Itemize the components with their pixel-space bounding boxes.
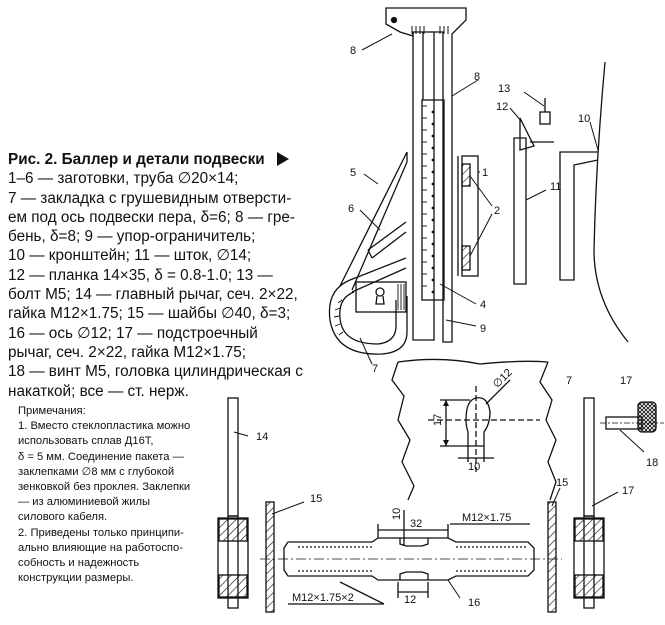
dim-thread-right: M12×1.75 — [462, 512, 511, 524]
dim-thread-left: M12×1.75×2 — [292, 592, 354, 604]
caption-arrow-icon — [276, 152, 289, 166]
notes-line: конструкции размеры. — [18, 572, 134, 585]
detail-break-left — [391, 361, 415, 501]
label-17-bottom: 17 — [622, 485, 634, 497]
label-17-top: 17 — [620, 375, 632, 387]
notes-line: — из алюминиевой жилы — [18, 496, 151, 509]
lever-part-17 — [583, 397, 595, 517]
caption-line: гайка М12×1.75; 15 — шайбы ∅40, δ=3; — [8, 305, 291, 323]
notes-line: использовать сплав Д16Т, — [18, 435, 154, 448]
notes-line: Примечания: — [18, 405, 86, 417]
comb-part-8 — [385, 7, 467, 343]
hull-line — [593, 61, 629, 343]
comb-hole — [390, 16, 398, 24]
axis-assembly — [217, 397, 664, 613]
caption-line: ем под ось подвески пера, δ=6; 8 — гре- — [8, 208, 296, 226]
notes-line: δ = 5 мм. Соединение пакета — — [18, 450, 184, 463]
dim-width-12: 12 — [404, 594, 416, 606]
notes-line: собность и надежность — [18, 557, 140, 570]
pear-hole-detail — [391, 358, 557, 501]
bolt-part-13 — [539, 111, 551, 125]
notes-line: 1. Вместо стеклопластика можно — [18, 420, 191, 433]
bracket-part-10 — [559, 151, 599, 281]
washer-part-15-left — [265, 501, 275, 613]
label-15-left: 15 — [310, 493, 322, 505]
tube-holes — [431, 110, 435, 294]
caption-title: Рис. 2. Баллер и детали подвески — [8, 151, 265, 168]
tube-part-6b — [349, 257, 407, 293]
caption-line: болт М5; 14 — главный рычаг, сеч. 2×22, — [8, 286, 298, 304]
label-8-left: 8 — [350, 45, 356, 57]
part-labels: 1 2 4 5 6 7 7 8 8 9 10 11 12 13 14 15 15… — [256, 45, 658, 609]
plate-part-12 — [519, 117, 535, 151]
caption-line: накаткой; все — ст. нерж. — [8, 382, 189, 400]
notes-line: ально влияющие на работоспо- — [18, 541, 183, 554]
tube-part-9 — [412, 32, 435, 341]
label-2: 2 — [494, 205, 500, 217]
dim-width-32: 32 — [410, 518, 422, 530]
pear-loop — [328, 279, 408, 355]
label-4: 4 — [480, 299, 486, 311]
label-13: 13 — [498, 83, 510, 95]
washer-part-15-right — [547, 501, 557, 613]
label-11: 11 — [550, 181, 561, 193]
strip-part-1 — [461, 155, 479, 277]
label-7-top: 7 — [372, 363, 378, 375]
label-18: 18 — [646, 457, 658, 469]
caption-line: бень, δ=8; 9 — упор-ограничитель; — [8, 228, 256, 246]
dim-width-10-detail: 10 — [468, 461, 480, 473]
nut-left — [217, 517, 249, 599]
figure-caption: Рис. 2. Баллер и детали подвески 1–6 — з… — [8, 150, 338, 401]
caption-line: рычаг, сеч. 2×22, гайка М12×1.75; — [8, 343, 247, 361]
caption-line: 18 — винт М5, головка цилиндрическая с — [8, 363, 303, 381]
detail-outline-top — [397, 358, 549, 365]
caption-line: 16 — ось ∅12; 17 — подстроечный — [8, 324, 258, 342]
tube-perforated-section — [421, 99, 445, 301]
rudder-stock-assembly — [328, 7, 479, 355]
detail-break-right — [539, 361, 557, 501]
pear-hole — [465, 397, 491, 447]
nut-right — [573, 517, 605, 599]
caption-line: 10 — кронштейн; 11 — шток, ∅14; — [8, 247, 252, 265]
bracket-assembly — [513, 61, 629, 343]
caption-line: 12 — планка 14×35, δ = 0.8-1.0; 13 — — [8, 266, 273, 284]
label-8-right: 8 — [474, 71, 480, 83]
comb-ticks — [411, 26, 449, 34]
leader-lines — [233, 33, 645, 599]
dim-vertical-10: 10 — [391, 508, 403, 520]
dim-diameter-12: ∅12 — [491, 367, 515, 391]
label-10: 10 — [578, 113, 590, 125]
label-12: 12 — [496, 101, 508, 113]
notes-line: заклепками ∅8 мм с глубокой — [18, 465, 175, 478]
notes-line: 2. Приведены только принципи- — [18, 526, 184, 539]
label-5: 5 — [350, 167, 356, 179]
caption-line: 7 — закладка с грушевидным отверсти- — [8, 189, 292, 207]
label-6: 6 — [348, 203, 354, 215]
label-16: 16 — [468, 597, 480, 609]
label-1: 1 — [482, 167, 488, 179]
label-7-detail: 7 — [566, 375, 572, 387]
notes-line: зенковкой без проклея. Заклепки — [18, 481, 191, 494]
lever-part-14 — [227, 397, 239, 517]
caption-line: 1–6 — заготовки, труба ∅20×14; — [8, 170, 239, 188]
notes-block: Примечания: 1. Вместо стеклопластика мож… — [18, 404, 218, 586]
label-9: 9 — [480, 323, 486, 335]
label-14: 14 — [256, 431, 268, 443]
axis-part-16 — [283, 537, 535, 581]
dimension-labels: ∅12 17 10 10 32 12 M12×1.75 M12×1.75×2 — [292, 367, 515, 606]
tube-part-6 — [367, 221, 407, 259]
label-15-right: 15 — [556, 477, 568, 489]
screw-part-18-head — [637, 401, 657, 433]
pear-loop-inner — [339, 291, 397, 345]
tube-part-5 — [339, 151, 408, 291]
insert-part-7 — [355, 281, 407, 313]
stock-part-11 — [513, 137, 527, 285]
dim-height-17: 17 — [432, 414, 444, 426]
notes-line: силового кабеля. — [18, 511, 108, 524]
